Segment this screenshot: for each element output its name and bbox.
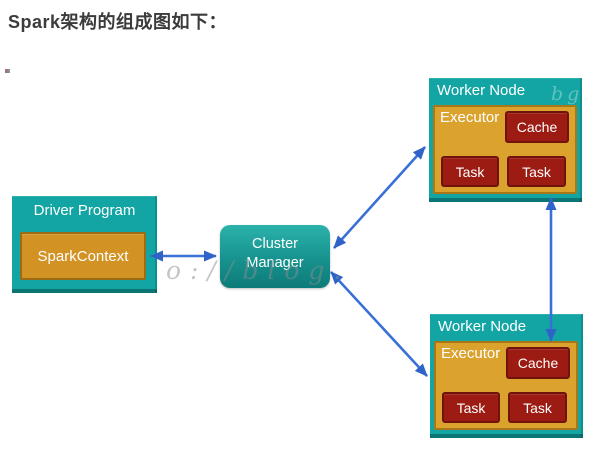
executor-label-bottom: Executor [441,345,501,362]
worker-node-bottom-label: Worker Node [438,318,527,335]
worker-node-top: Worker Node Executor Cache Task Task [429,78,582,202]
cluster-manager-label-line1: Cluster [252,236,298,252]
driver-program-node: Driver Program SparkContext [12,196,157,293]
arrow-cluster-worker-bottom [330,271,428,377]
cluster-manager-label-line2: Manager [246,255,304,271]
cache-box-bottom: Cache [506,347,570,379]
cluster-manager-label: Cluster Manager [220,235,330,273]
task-box-bottom-left: Task [442,392,500,423]
executor-box-top: Executor Cache Task Task [433,105,577,194]
spark-context-box: SparkContext [20,232,146,280]
task-box-top-right: Task [507,156,566,187]
page-title: Spark架构的组成图如下： [8,12,228,32]
executor-box-bottom: Executor Cache Task Task [434,341,578,430]
watermark-text: o://blog. [166,256,351,285]
worker-node-top-label: Worker Node [437,82,526,99]
driver-program-label: Driver Program [33,202,136,219]
arrow-cluster-worker-top [333,146,426,249]
cluster-manager-node: Cluster Manager [220,225,330,288]
task-box-bottom-right: Task [508,392,567,423]
watermark-text-small: bg. [551,83,594,105]
broken-image-dot [5,69,10,73]
cache-box-top: Cache [505,111,569,143]
executor-label-top: Executor [440,109,500,126]
worker-node-bottom: Worker Node Executor Cache Task Task [430,314,583,438]
task-box-top-left: Task [441,156,499,187]
